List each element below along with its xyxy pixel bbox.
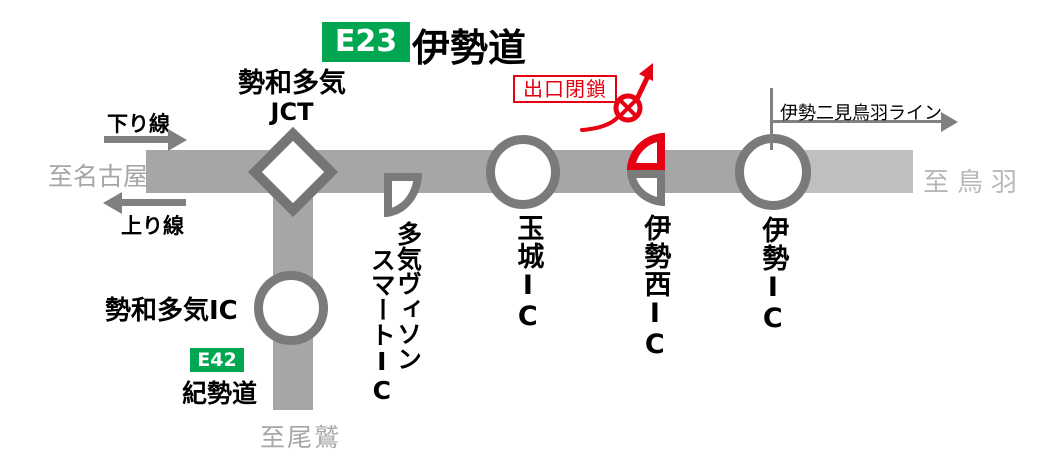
down-line-arrow	[104, 136, 168, 143]
kisei-expressway-label: 紀勢道	[182, 379, 258, 408]
to-nagoya-label: 至名古屋	[48, 162, 149, 191]
route-title: 伊勢道	[412, 26, 527, 70]
exit-closed-badge: 出口閉鎖	[513, 75, 617, 103]
sewataki-jct-suffix: JCT	[270, 98, 314, 126]
road-ise-expressway	[146, 150, 802, 193]
to-toba-label: 至鳥羽	[923, 168, 1026, 198]
closure-no-entry-arrow-icon	[580, 63, 653, 132]
ise-ic-label: 伊勢IC	[757, 216, 789, 334]
down-line-arrowhead-icon	[168, 129, 187, 151]
sewataki-jct-label: 勢和多気 JCT	[232, 68, 352, 126]
toba-line-label: 伊勢二見鳥羽ライン	[780, 103, 942, 124]
route-number-badge-e23: E23	[322, 22, 410, 62]
toba-line-arrowhead-icon	[941, 112, 958, 132]
road-ise-expressway-east-segment	[802, 150, 913, 193]
up-line-arrow	[122, 199, 186, 206]
sewataki-ic-label: 勢和多気IC	[105, 296, 238, 326]
up-line-label: 上り線	[121, 214, 184, 238]
route-number-badge-e42: E42	[190, 348, 244, 372]
to-owase-label: 至尾鷲	[260, 423, 342, 452]
down-line-label: 下り線	[107, 112, 170, 136]
toba-line-stem	[770, 88, 773, 150]
taki-vison-label-line1: 多気ヴィソン	[393, 221, 423, 371]
up-line-arrowhead-icon	[103, 192, 122, 214]
ise-nishi-ic-label: 伊勢西IC	[639, 214, 671, 360]
tamaki-ic-circle-icon	[486, 135, 560, 209]
sewataki-jct-name: 勢和多気	[238, 68, 346, 99]
taki-vison-smart-ic-label: 多気ヴィソン スマートIC	[367, 221, 423, 405]
toba-line-arrow	[771, 120, 943, 123]
ise-nishi-ic-entrance-icon	[627, 170, 665, 206]
ise-ic-circle-icon	[735, 134, 811, 210]
taki-vison-label-line2: スマートIC	[367, 247, 397, 405]
sewataki-jct-diamond-icon	[247, 126, 339, 218]
taki-vison-smart-ic-icon	[384, 173, 422, 217]
tamaki-ic-label: 玉城IC	[512, 214, 544, 332]
sewataki-ic-circle-icon	[254, 271, 328, 345]
